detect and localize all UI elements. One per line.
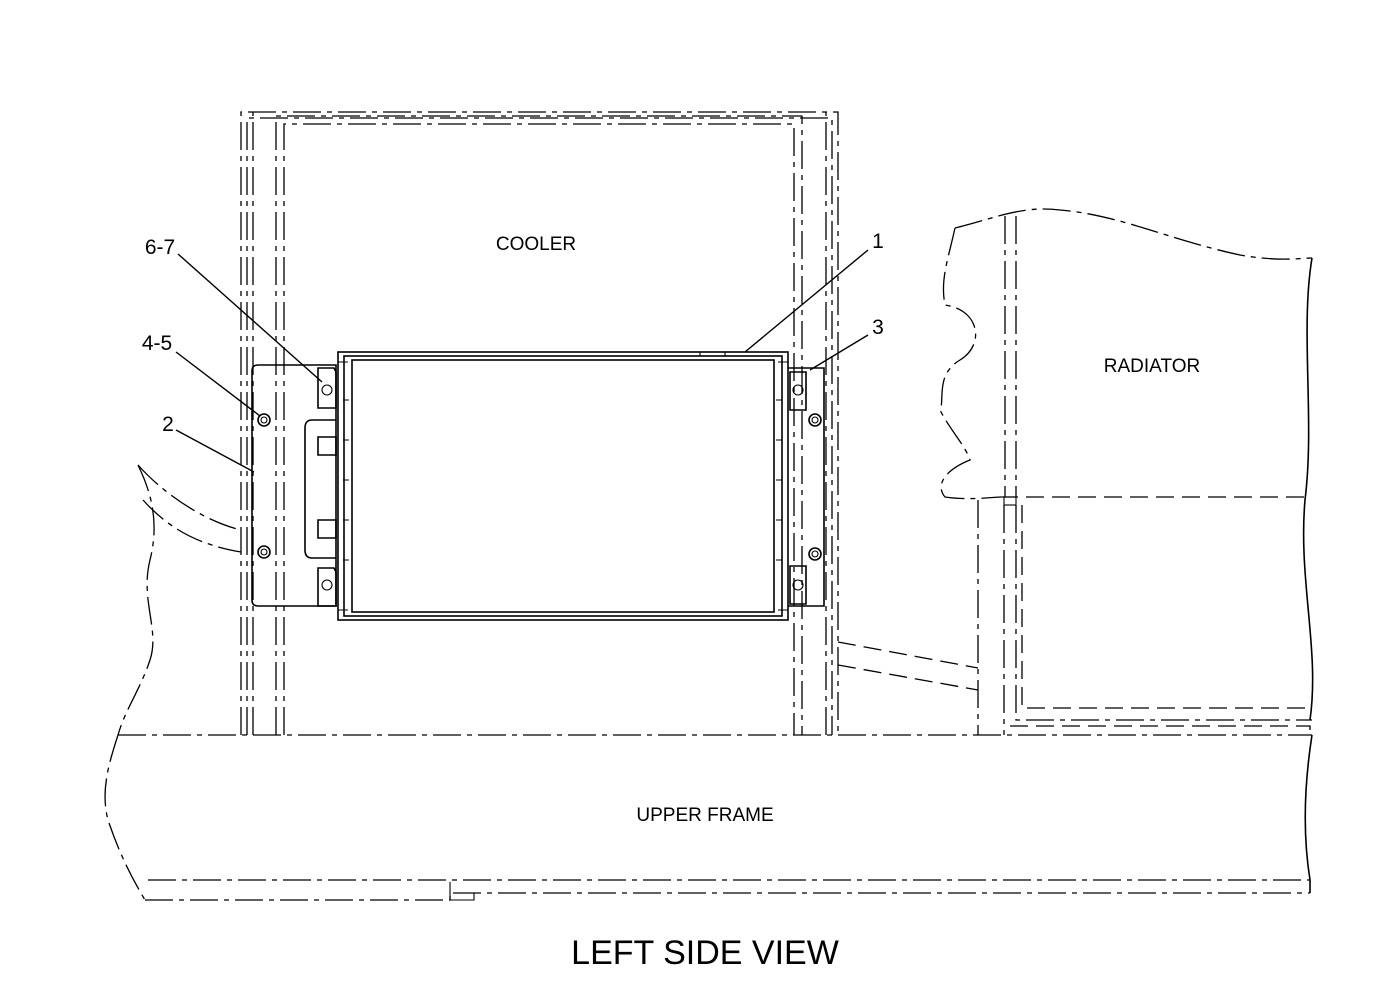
left-mounting-bracket: [251, 364, 337, 607]
cooler-outline: [240, 111, 839, 735]
callout-leaders: [175, 249, 869, 473]
cooler-core: [337, 351, 789, 621]
right-mounting-bracket: [788, 367, 825, 607]
view-title: LEFT SIDE VIEW: [571, 934, 839, 972]
radiator-label: RADIATOR: [1104, 356, 1200, 377]
cooler-label: COOLER: [496, 234, 576, 255]
radiator-outline: [837, 208, 1314, 735]
callout-1: 1: [872, 230, 884, 253]
callout-4-5: 4-5: [142, 332, 172, 355]
upper-frame-outline: [104, 464, 1313, 901]
upper-frame-label: UPPER FRAME: [636, 805, 773, 826]
callout-6-7: 6-7: [145, 236, 175, 259]
callout-2: 2: [162, 413, 174, 436]
callout-3: 3: [872, 316, 884, 339]
